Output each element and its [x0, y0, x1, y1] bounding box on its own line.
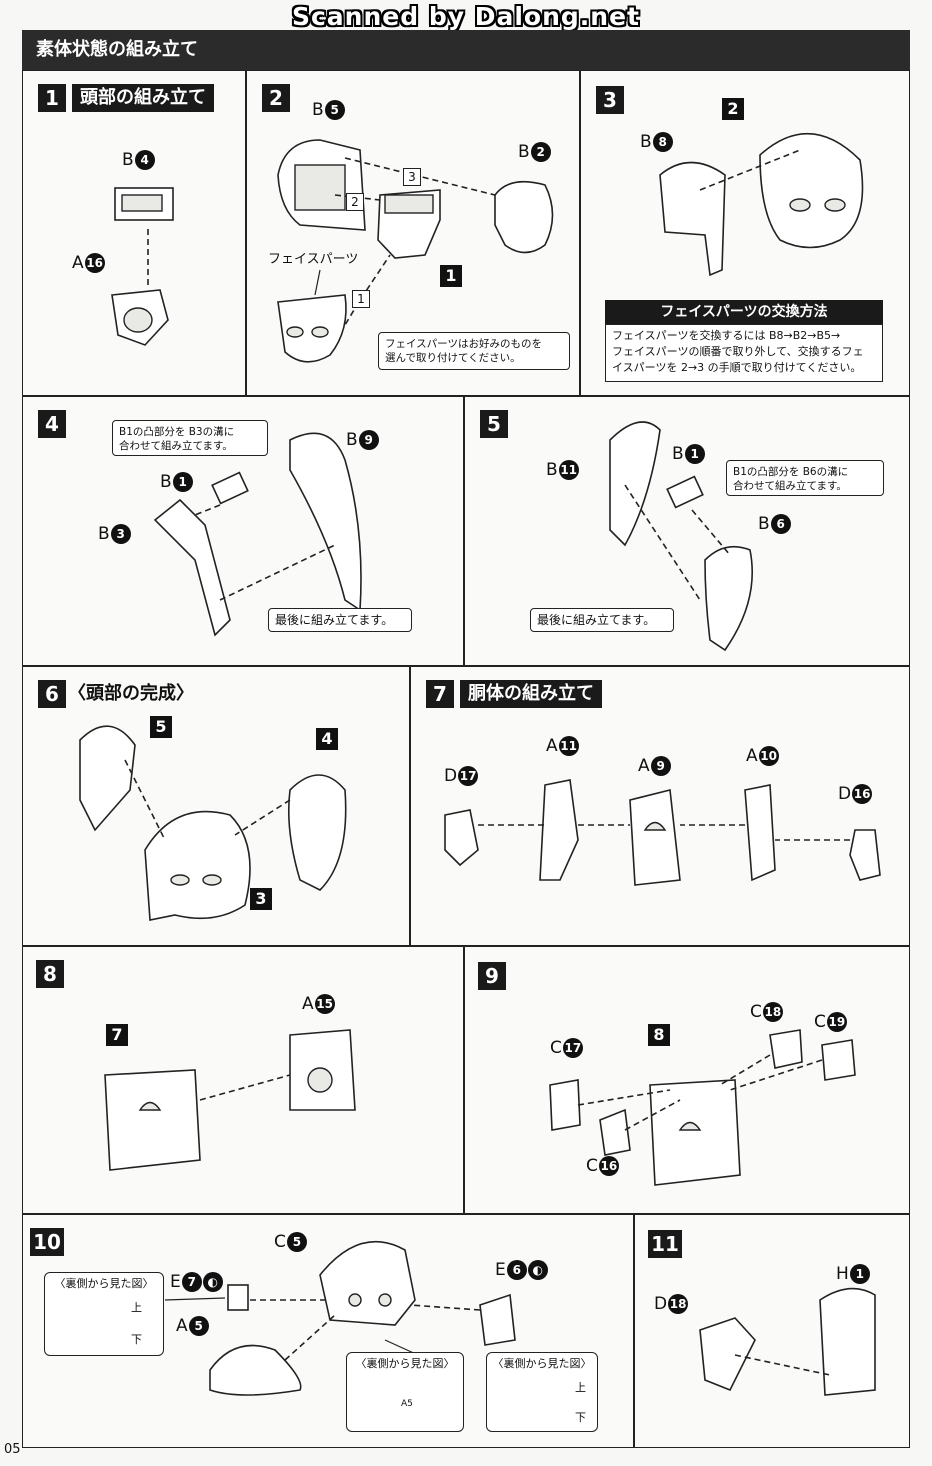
step1-title: 頭部の組み立て — [72, 84, 214, 112]
step6-panel — [22, 666, 410, 946]
step8-panel — [22, 946, 464, 1214]
order-marker-1: 1 — [352, 290, 370, 308]
order-marker-2: 2 — [346, 193, 364, 211]
step7-number: 7 — [426, 680, 454, 708]
ref-torso-7: 7 — [106, 1024, 128, 1046]
step1-panel — [22, 70, 246, 396]
step6-title: 〈頭部の完成〉 — [68, 683, 194, 704]
ref-head-2: 2 — [722, 98, 744, 120]
step10-number: 10 — [30, 1228, 64, 1256]
order-marker-3: 3 — [403, 168, 421, 186]
step6-number: 6 — [38, 680, 66, 708]
scan-watermark: Scanned by Dalong.net — [291, 2, 640, 31]
ref-head-3: 3 — [250, 888, 272, 910]
back-view-box-a5: 〈裏側から見た図〉 A5 — [346, 1352, 464, 1432]
step4-number: 4 — [38, 410, 66, 438]
face-part-label: フェイスパーツ — [268, 252, 359, 267]
step11-number: 11 — [648, 1230, 682, 1258]
step4-note: B1の凸部分を B3の溝に 合わせて組み立てます。 — [112, 420, 268, 456]
step1-number: 1 — [38, 84, 66, 112]
half-circle-icon: ◐ — [202, 1272, 223, 1292]
face-exchange-title: フェイスパーツの交換方法 — [605, 300, 883, 324]
step5-last-note: 最後に組み立てます。 — [530, 608, 674, 632]
step4-last-note: 最後に組み立てます。 — [268, 608, 412, 632]
back-view-box-e6: 〈裏側から見た図〉 上 下 — [486, 1352, 598, 1432]
step2-number: 2 — [262, 84, 290, 112]
step5-note: B1の凸部分を B6の溝に 合わせて組み立てます。 — [726, 460, 884, 496]
half-circle-icon-2: ◐ — [527, 1260, 548, 1280]
ref-assembly-1: 1 — [440, 265, 462, 287]
step7-panel — [410, 666, 910, 946]
section-title: 素体状態の組み立て — [22, 30, 910, 70]
step9-panel — [464, 946, 910, 1214]
back-view-box-e7: 〈裏側から見た図〉 上 下 — [44, 1272, 164, 1356]
step2-note: フェイスパーツはお好みのものを 選んで取り付けてください。 — [378, 332, 570, 370]
face-exchange-text: フェイスパーツを交換するには B8→B2→B5→ フェイスパーツの順番で取り外し… — [605, 324, 883, 382]
ref-torso-8: 8 — [648, 1024, 670, 1046]
ref-ponytail-4: 4 — [316, 728, 338, 750]
step7-title: 胴体の組み立て — [460, 680, 602, 708]
step3-number: 3 — [596, 86, 624, 114]
step5-number: 5 — [480, 410, 508, 438]
page-number: 05 — [4, 1442, 21, 1457]
step8-number: 8 — [36, 960, 64, 988]
ref-ponytail-5: 5 — [150, 716, 172, 738]
step9-number: 9 — [478, 962, 506, 990]
